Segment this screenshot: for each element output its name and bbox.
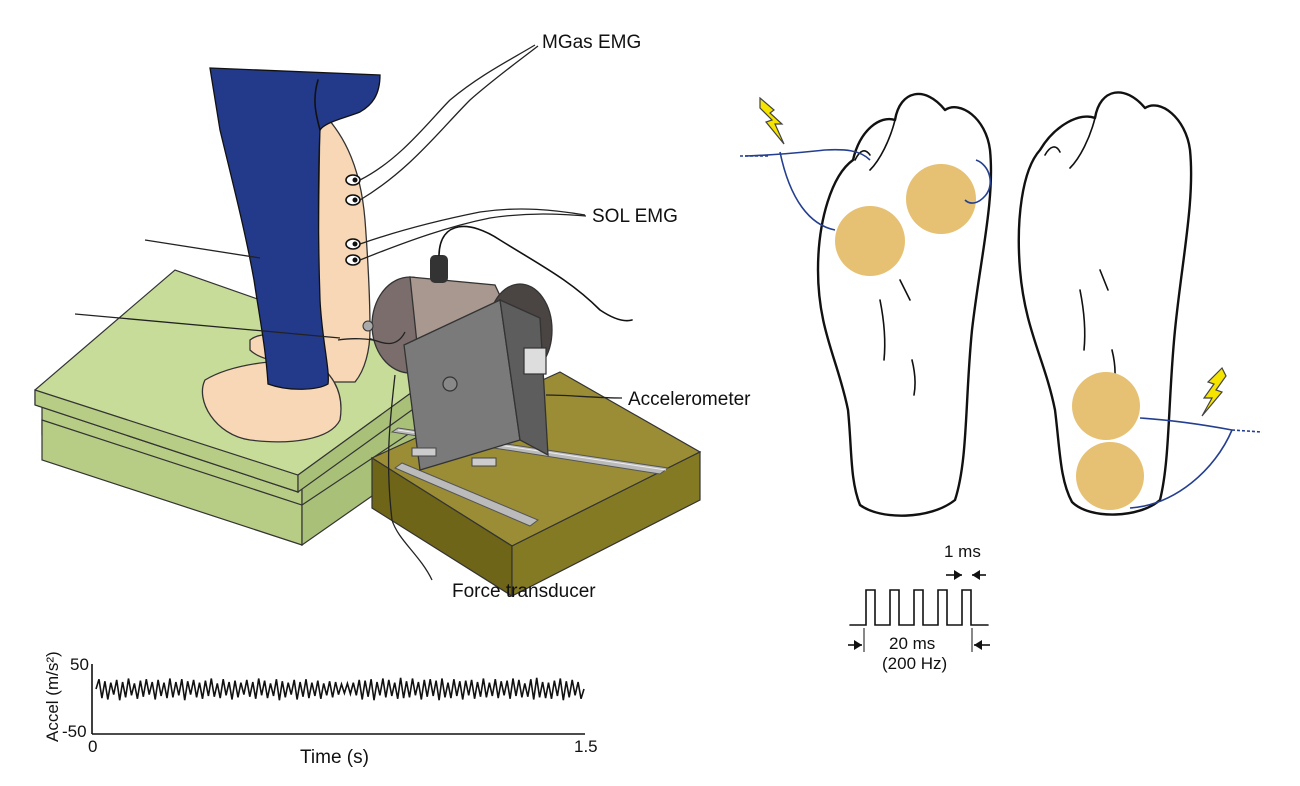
right-foot bbox=[1017, 91, 1263, 516]
pulse-duration-label: 20 ms bbox=[889, 634, 935, 653]
accel-chart: 50 -50 0 1.5 Time (s) Accel (m/s²) bbox=[43, 651, 598, 768]
apparatus-illustration bbox=[34, 44, 702, 598]
motor bbox=[371, 225, 633, 471]
pulse-width-label: 1 ms bbox=[944, 542, 981, 561]
label-mgas-emg: MGas EMG bbox=[542, 32, 641, 53]
x-axis-label: Time (s) bbox=[300, 747, 369, 768]
electrode-pad-heel-upper bbox=[1072, 372, 1140, 440]
lightning-icon bbox=[759, 96, 785, 145]
electrode-pad-forefoot-medial bbox=[906, 164, 976, 234]
y-tick-top: 50 bbox=[70, 655, 89, 674]
electrode-pad-heel-lower bbox=[1076, 442, 1144, 510]
x-tick-start: 0 bbox=[88, 737, 97, 756]
emg-leads bbox=[74, 44, 623, 581]
pulse-train-waveform bbox=[849, 589, 989, 626]
y-tick-bottom: -50 bbox=[62, 722, 87, 741]
lightning-icon bbox=[1201, 366, 1227, 417]
y-axis-label: Accel (m/s²) bbox=[43, 651, 62, 742]
label-force-transducer: Force transducer bbox=[452, 581, 596, 602]
accel-series-line bbox=[95, 677, 585, 701]
pulse-train bbox=[848, 570, 990, 652]
pulse-frequency-label: (200 Hz) bbox=[882, 654, 947, 673]
electrode-pad-forefoot-lateral bbox=[835, 206, 905, 276]
label-accelerometer: Accelerometer bbox=[628, 389, 751, 410]
left-foot bbox=[740, 92, 993, 517]
x-tick-end: 1.5 bbox=[574, 737, 598, 756]
label-sol-emg: SOL EMG bbox=[592, 206, 678, 227]
